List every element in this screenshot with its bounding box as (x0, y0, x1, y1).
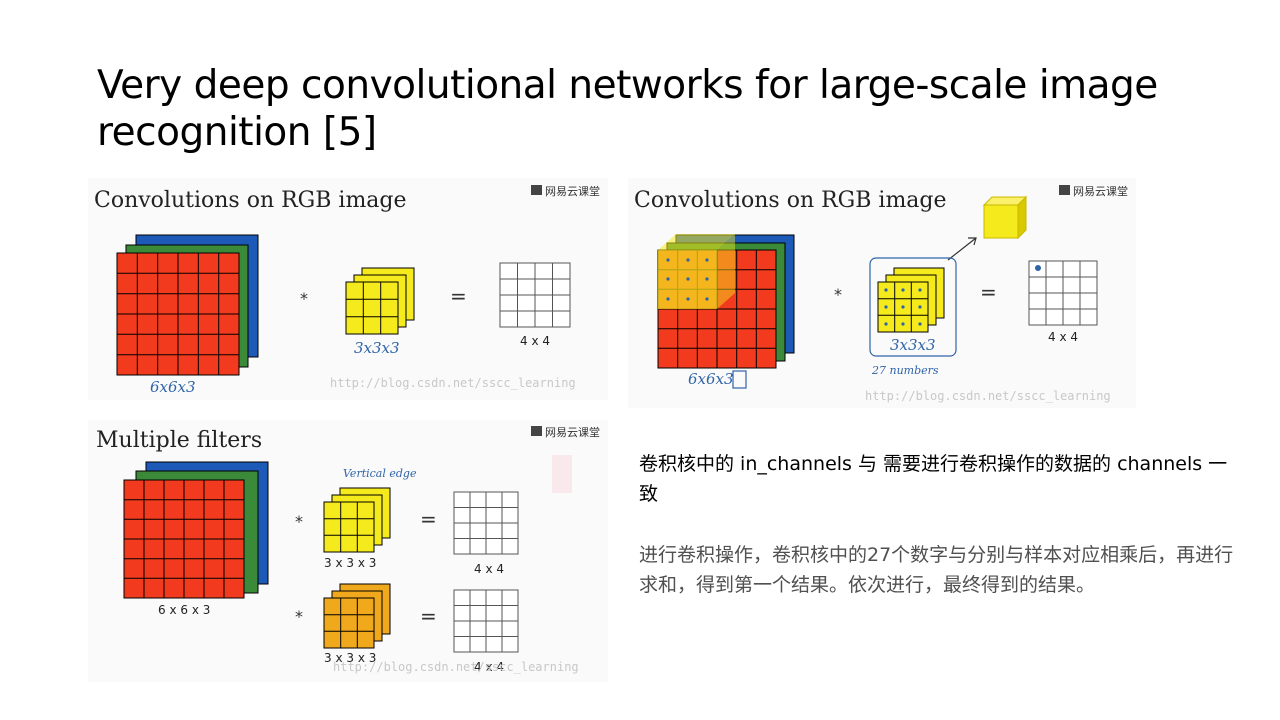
figure-rgb-convolution-detail: Convolutions on RGB image 网易云课堂 (628, 178, 1136, 408)
explanation-computation: 进行卷积操作，卷积核中的27个数字与分别与样本对应相乘后，再进行求和，得到第一个… (639, 544, 1234, 596)
watermark: http://blog.csdn.net/sscc_learning (333, 660, 579, 674)
input-volume (657, 234, 795, 369)
logo: 网易云课堂 (531, 185, 600, 198)
channel-highlight (732, 370, 747, 389)
arrow (947, 237, 977, 261)
output-cube (982, 195, 1028, 240)
filter-note: Vertical edge (343, 467, 417, 480)
filter-orange (323, 583, 391, 649)
svg-text:网易云课堂: 网易云课堂 (545, 426, 600, 439)
output-grid-2 (453, 589, 519, 653)
filter-size-label-2: 3 x 3 x 3 (324, 651, 376, 665)
convolution-operator-1: * (295, 512, 303, 531)
filter-volume (345, 267, 415, 335)
convolution-operator: * (300, 289, 308, 308)
output-size-label-2: 4 x 4 (474, 660, 504, 674)
pink-mark (552, 455, 572, 493)
output-first-value (1035, 265, 1041, 271)
equals-sign-1: = (420, 507, 437, 531)
output-size-label: 4 x 4 (520, 334, 550, 348)
slide-title: Very deep convolutional networks for lar… (97, 63, 1158, 155)
filter-yellow (323, 487, 391, 553)
input-volume (123, 461, 269, 599)
figure-title: Multiple filters (96, 428, 262, 453)
figure-multiple-filters: Multiple filters 网易云课堂 6 x 6 x 3 Vertica… (88, 420, 608, 682)
output-grid (1028, 260, 1098, 326)
input-volume (116, 234, 259, 376)
input-size-note: 6x6x3 (688, 370, 734, 388)
filter-volume (877, 267, 945, 333)
figure-rgb-convolution: Convolutions on RGB image 网易云课堂 6x6x3 * (88, 178, 608, 400)
output-size-label: 4 x 4 (1048, 330, 1078, 344)
output-grid (499, 262, 571, 328)
filter-size-label-1: 3 x 3 x 3 (324, 556, 376, 570)
input-size-note: 6x6x3 (150, 378, 196, 396)
equals-sign-2: = (420, 604, 437, 628)
input-size-label: 6 x 6 x 3 (158, 603, 210, 617)
figure-title: Convolutions on RGB image (94, 188, 407, 213)
output-size-label-1: 4 x 4 (474, 562, 504, 576)
filter-highlight-box (869, 257, 957, 357)
figure-title: Convolutions on RGB image (634, 188, 947, 213)
explanation-channels: 卷积核中的 in_channels 与 需要进行卷积操作的数据的 channel… (639, 453, 1228, 505)
watermark: http://blog.csdn.net/sscc_learning (330, 376, 576, 390)
logo: 网易云课堂 (1059, 185, 1128, 198)
equals-sign: = (450, 284, 467, 308)
watermark: http://blog.csdn.net/sscc_learning (865, 389, 1111, 403)
output-grid-1 (453, 491, 519, 555)
svg-text:网易云课堂: 网易云课堂 (1073, 185, 1128, 198)
convolution-operator-2: * (295, 607, 303, 626)
convolution-operator: * (834, 285, 842, 304)
filter-size-note: 3x3x3 (354, 339, 400, 357)
logo: 网易云课堂 (531, 426, 600, 439)
filter-size-note: 3x3x3 (890, 336, 936, 354)
count-note: 27 numbers (871, 364, 939, 377)
svg-text:网易云课堂: 网易云课堂 (545, 185, 600, 198)
equals-sign: = (980, 280, 997, 304)
